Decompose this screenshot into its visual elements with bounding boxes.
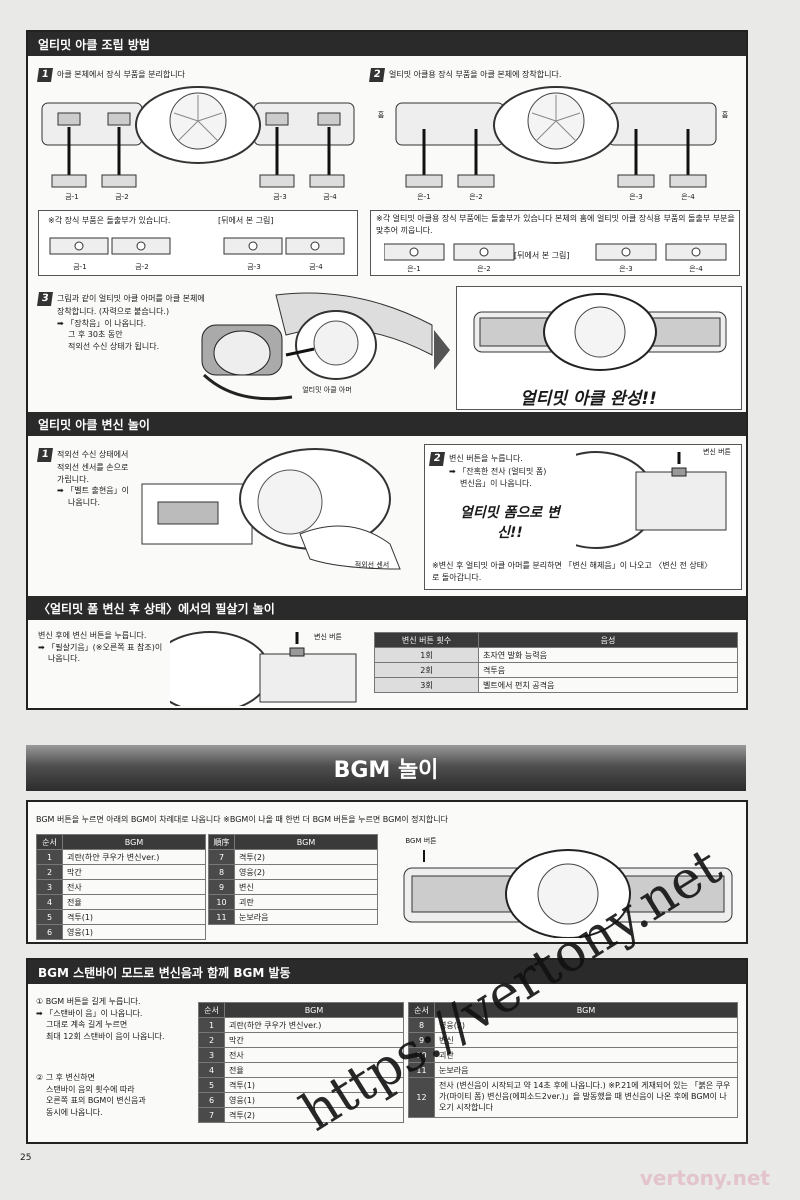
part-label-silver1: 은-1 bbox=[417, 193, 431, 201]
bgm-banner: BGM 놀이 bbox=[26, 745, 746, 791]
back-label-gold4: 금-4 bbox=[309, 263, 323, 271]
transform-text: 얼티밋 폼으로 변신!! bbox=[460, 505, 560, 541]
armor-label: 얼티밋 아클 아머 bbox=[302, 386, 352, 394]
back-label-gold1: 금-1 bbox=[73, 263, 87, 271]
part-label-silver3: 은-3 bbox=[629, 193, 643, 201]
back-label-silver2: 은-2 bbox=[477, 265, 491, 273]
standby-step2: ② 그 후 변신하면 스탠바이 음의 횟수에 따라 오른쪽 표의 BGM이 변신… bbox=[36, 1073, 146, 1117]
standby-header: BGM 스탠바이 모드로 변신음과 함께 BGM 발동 bbox=[28, 960, 746, 984]
assembly-header: 얼티밋 아클 조립 방법 bbox=[28, 32, 746, 56]
back-label-gold2: 금-2 bbox=[135, 263, 149, 271]
sensor-label: 적외선 센서 bbox=[354, 561, 390, 569]
belt-illustration-step1 bbox=[41, 86, 355, 188]
part-label-gold2: 금-2 bbox=[115, 193, 129, 201]
finisher-button-label: 변신 버튼 bbox=[314, 633, 342, 641]
back-label-silver3: 은-3 bbox=[619, 265, 633, 273]
finisher-header: 〈얼티밋 폼 변신 후 상태〉에서의 필살기 놀이 bbox=[28, 596, 746, 620]
ultimate-belt-illustration bbox=[473, 293, 727, 371]
part-label-silver4: 은-4 bbox=[681, 193, 695, 201]
back-label-silver4: 은-4 bbox=[689, 265, 703, 273]
step2-note: ※각 얼티밋 아클용 장식 부품에는 돌출부가 있습니다 본체의 홈에 얼티밋 … bbox=[376, 214, 735, 235]
transform-header: 얼티밋 아클 변신 놀이 bbox=[28, 412, 746, 436]
armor-attach-illustration bbox=[201, 292, 433, 401]
button-press-illustration bbox=[576, 451, 727, 549]
part-label-gold4: 금-4 bbox=[323, 193, 337, 201]
part-label-silver2: 은-2 bbox=[469, 193, 483, 201]
step1-back-view: [뒤에서 본 그림] bbox=[218, 216, 274, 225]
groove-label-right: 홈 bbox=[721, 111, 729, 119]
back-label-gold3: 금-3 bbox=[247, 263, 261, 271]
step2-back-view: [뒤에서 본 그림] bbox=[514, 251, 570, 260]
table-head-count: 변신 버튼 횟수 bbox=[374, 632, 479, 648]
table-head-voice: 음성 bbox=[478, 632, 738, 648]
silver-parts-back-view bbox=[384, 243, 727, 261]
back-label-silver1: 은-1 bbox=[407, 265, 421, 273]
belt-illustration-step2 bbox=[395, 86, 717, 188]
groove-label-left: 홈 bbox=[377, 111, 385, 119]
finisher-text: 변신 후에 변신 버튼을 누릅니다. ➡ 「필살기음」(※오른쪽 표 참조)이 … bbox=[38, 631, 163, 664]
watermark-site: vertony.net bbox=[639, 1166, 770, 1190]
next-arrow bbox=[434, 330, 450, 370]
complete-text: 얼티밋 아클 완성!! bbox=[520, 389, 657, 409]
finisher-illustration bbox=[170, 631, 357, 706]
gold-parts-back-view bbox=[49, 237, 345, 255]
bgm-belt-illustration bbox=[403, 849, 733, 938]
page-number: 25 bbox=[20, 1153, 32, 1163]
part-label-gold3: 금-3 bbox=[273, 193, 287, 201]
bgm-intro: BGM 버튼을 누르면 아래의 BGM이 차례대로 나옵니다 ※BGM이 나올 … bbox=[36, 815, 448, 824]
transform-note: ※변신 후 얼티밋 아클 아머를 분리하면 「변신 해제음」이 나오고 〈변신 … bbox=[432, 561, 709, 582]
step1-note: ※각 장식 부품은 돌출부가 있습니다. bbox=[48, 216, 171, 225]
part-label-gold1: 금-1 bbox=[65, 193, 79, 201]
transform-button-label: 변신 버튼 bbox=[703, 448, 731, 456]
standby-step1: ① BGM 버튼을 길게 누릅니다. ➡ 「스탠바이 음」이 나옵니다. 그대로… bbox=[36, 997, 165, 1041]
step2-note-box bbox=[370, 210, 740, 276]
bgm-button-label: BGM 버튼 bbox=[405, 837, 437, 845]
sensor-illustration bbox=[141, 448, 401, 570]
